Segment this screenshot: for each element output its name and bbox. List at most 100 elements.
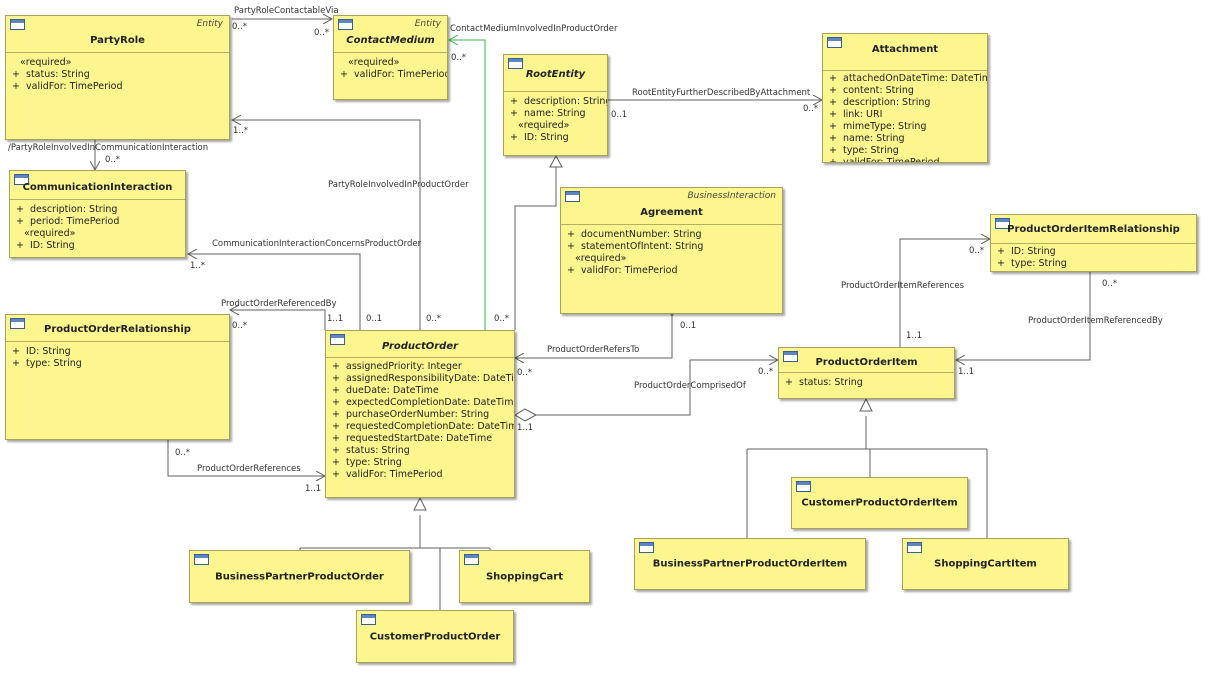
assoc-label-party-role-contactable-via: PartyRoleContactableVia [234,6,339,16]
class-name: ShoppingCartItem [934,558,1037,570]
class-icon [565,191,580,202]
attribute-row: + validFor: TimePeriod [332,469,514,481]
attribute-text: type: String [26,358,82,369]
attribute-list: +assignedPriority: Integer+assignedRespo… [326,358,514,481]
class-icon [783,351,798,362]
attribute-text: validFor: TimePeriod [354,69,448,80]
attribute-row: +purchaseOrderNumber: String [332,409,514,421]
attribute-text: assignedResponsibilityDate: DateTime [346,373,515,384]
visibility-marker: + [332,373,340,384]
attribute-text: requestedStartDate: DateTime [346,433,493,444]
assoc-label-contact-medium-involved: ContactMediumInvolvedInProductOrder [450,24,618,34]
visibility-marker: + [567,241,575,252]
attribute-text: validFor: TimePeriod [843,157,940,163]
class-customer-product-order[interactable]: CustomerProductOrder [356,610,514,663]
attribute-text: validFor: TimePeriod [346,469,443,480]
attribute-text: status: String [26,69,90,80]
class-party-role[interactable]: Entity PartyRole «required»+status: Stri… [5,15,230,140]
attribute-list: +ID: String+type: String [991,244,1196,270]
multiplicity: 0..* [803,104,819,114]
attribute-list: +documentNumber: String+statementOfInten… [561,225,782,277]
attribute-row: +expectedCompletionDate: DateTime [332,397,514,409]
visibility-marker: + [12,69,20,80]
stereotype-required: «required» [20,57,72,68]
attribute-list: +attachedOnDateTime: DateTime+content: S… [823,71,987,163]
attribute-row: +link: URI [829,109,987,121]
line-item-references [900,239,990,347]
class-header: ProductOrderItem [779,348,954,373]
multiplicity: 0..1 [680,321,697,331]
attribute-row: +requestedStartDate: DateTime [332,433,514,445]
line-item-referenced-by [956,272,1090,360]
stereotype-required: «required» [575,253,627,264]
attribute-text: description: String [524,96,608,107]
attribute-row: + status: String [12,69,229,81]
multiplicity: 1..1 [958,367,975,377]
attribute-text: name: String [524,108,586,119]
line-order-references [168,440,325,476]
visibility-marker: + [332,469,340,480]
class-product-order-item[interactable]: ProductOrderItem +status: String [778,347,955,399]
visibility-marker: + [510,108,518,119]
visibility-marker: + [12,81,20,92]
visibility-marker: + [829,73,837,84]
class-icon [995,218,1010,229]
attribute-list: «required»+ validFor: TimePeriod [334,53,447,81]
assoc-label-party-role-in-communication: /PartyRoleInvolvedInCommunicationInterac… [8,143,209,153]
multiplicity: 0..* [451,53,467,63]
class-product-order-item-relationship[interactable]: ProductOrderItemRelationship +ID: String… [990,214,1197,272]
class-name: PartyRole [90,35,145,46]
class-name: ProductOrder [381,341,459,352]
class-product-order-relationship[interactable]: ProductOrderRelationship +ID: String+typ… [5,314,230,440]
multiplicity: 0..* [232,321,248,331]
attribute-row: +attachedOnDateTime: DateTime [829,73,987,85]
attribute-row: +period: TimePeriod [16,216,185,228]
multiplicity: 1..1 [517,423,534,433]
class-shopping-cart-item[interactable]: ShoppingCartItem [902,538,1069,590]
visibility-marker: + [340,69,348,80]
assoc-label-order-refers-to: ProductOrderRefersTo [547,345,640,355]
multiplicity: 0..* [1102,279,1118,289]
attribute-text: type: String [1011,258,1067,269]
visibility-marker: + [12,358,20,369]
visibility-marker: + [829,109,837,120]
class-icon [338,19,353,30]
visibility-marker: + [16,216,24,227]
attribute-text: documentNumber: String [581,229,702,240]
class-contact-medium[interactable]: Entity ContactMedium «required»+validFor… [333,15,448,100]
visibility-marker: + [829,157,837,163]
visibility-marker: + [332,409,340,420]
stereotype-required: «required» [348,57,400,68]
attribute-row: «required» [16,228,185,240]
multiplicity: 0..* [232,22,248,32]
assoc-label-root-entity-described-by: RootEntityFurtherDescribedByAttachment [632,88,811,98]
attribute-text: description: String [843,97,931,108]
class-product-order[interactable]: ProductOrder +assignedPriority: Integer+… [325,330,515,498]
class-business-partner-product-order-item[interactable]: BusinessPartnerProductOrderItem [634,538,866,590]
class-attachment[interactable]: Attachment +attachedOnDateTime: DateTime… [822,33,988,163]
class-business-partner-product-order[interactable]: BusinessPartnerProductOrder [189,550,410,603]
class-customer-product-order-item[interactable]: CustomerProductOrderItem [791,477,968,529]
stereotype-label: Entity [196,19,223,29]
class-shopping-cart[interactable]: ShoppingCart [459,550,590,603]
stereotype-label: BusinessInteraction [687,191,776,201]
attribute-text: expectedCompletionDate: DateTime [346,397,515,408]
class-icon [194,554,209,565]
class-agreement[interactable]: BusinessInteraction Agreement +documentN… [560,187,783,314]
attribute-text: ID: String [26,346,71,357]
visibility-marker: + [332,421,340,432]
attribute-row: +ID: String [510,132,607,144]
class-root-entity[interactable]: RootEntity +description: String+name: St… [503,54,608,156]
attribute-row: +content: String [829,85,987,97]
assoc-label-order-references: ProductOrderReferences [197,464,301,474]
class-name: CustomerProductOrder [369,631,501,642]
class-communication-interaction[interactable]: CommunicationInteraction +description: S… [9,170,186,258]
attribute-text: mimeType: String [843,121,927,132]
class-name: ProductOrderRelationship [44,324,191,335]
multiplicity: 0..1 [611,110,628,120]
attribute-text: statementOfIntent: String [581,241,704,252]
attribute-row: +name: String [829,133,987,145]
attribute-list: +description: String+period: TimePeriod«… [10,200,185,252]
class-name: CommunicationInteraction [22,182,173,193]
multiplicity: 1..* [233,126,249,136]
